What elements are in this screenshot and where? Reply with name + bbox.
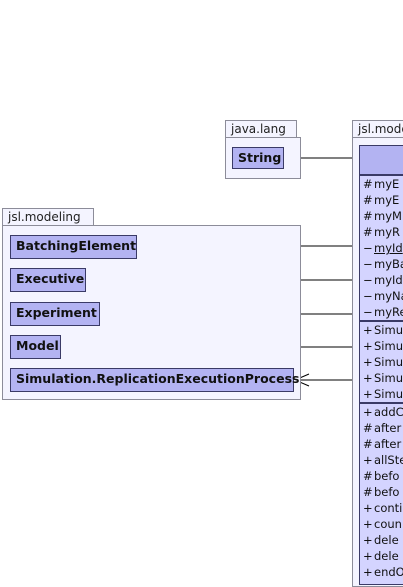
visibility-marker: + (363, 517, 373, 531)
class-batching-element[interactable]: BatchingElement (10, 235, 137, 259)
class-simulation-header (360, 146, 403, 176)
visibility-marker: # (363, 437, 373, 451)
field-name: myId (374, 241, 403, 255)
method-row: +addC (360, 404, 403, 420)
field-name: myR (374, 225, 400, 239)
constructor-row: +Simu (360, 386, 403, 402)
method-row: +dele (360, 532, 403, 548)
visibility-marker: − (363, 257, 373, 271)
edge-to-replication-execution-process (293, 373, 359, 387)
constructor-row: +Simu (360, 338, 403, 354)
method-row: #after (360, 436, 403, 452)
package-jsl-modeling-right-tab: jsl.mode (352, 120, 403, 138)
visibility-marker: + (363, 453, 373, 467)
method-name: addC (374, 405, 403, 419)
class-string[interactable]: String (232, 147, 284, 169)
visibility-marker: − (363, 241, 373, 255)
visibility-marker: # (363, 193, 373, 207)
constructor-name: Simu (374, 339, 403, 353)
class-replication-execution-process-label: Simulation.ReplicationExecutionProcess (16, 371, 300, 386)
field-row: #myM (360, 208, 403, 224)
field-row: −myId (360, 272, 403, 288)
method-row: #befo (360, 484, 403, 500)
visibility-marker: # (363, 485, 373, 499)
field-row: −myBa (360, 256, 403, 272)
visibility-marker: # (363, 421, 373, 435)
visibility-marker: − (363, 305, 373, 319)
method-name: allSte (374, 453, 403, 467)
constructor-name: Simu (374, 355, 403, 369)
visibility-marker: # (363, 177, 373, 191)
method-name: coun (374, 517, 402, 531)
class-model[interactable]: Model (10, 335, 61, 359)
constructor-row: +Simu (360, 370, 403, 386)
method-name: befo (374, 485, 400, 499)
package-jsl-modeling-tab: jsl.modeling (2, 208, 94, 226)
constructor-name: Simu (374, 323, 403, 337)
class-string-label: String (238, 150, 282, 165)
class-simulation-fields: #myE#myE#myM#myR−myId−myBa−myId−myNa−myR… (360, 176, 403, 322)
package-java-lang-tab: java.lang (225, 120, 297, 138)
field-name: myNa (374, 289, 403, 303)
class-replication-execution-process[interactable]: Simulation.ReplicationExecutionProcess (10, 368, 299, 392)
field-row: #myE (360, 176, 403, 192)
method-name: befo (374, 469, 400, 483)
class-simulation-constructors: +Simu+Simu+Simu+Simu+Simu (360, 322, 403, 404)
class-executive[interactable]: Executive (10, 268, 86, 292)
constructor-row: +Simu (360, 354, 403, 370)
field-row: −myNa (360, 288, 403, 304)
class-simulation-methods: +addC#after#after+allSte#befo#befo+conti… (360, 404, 403, 580)
field-row: −myId (360, 240, 403, 256)
visibility-marker: + (363, 405, 373, 419)
field-name: myRe (374, 305, 403, 319)
field-name: myId (374, 273, 403, 287)
class-executive-label: Executive (16, 271, 85, 286)
visibility-marker: + (363, 387, 373, 401)
visibility-marker: + (363, 501, 373, 515)
method-name: after (374, 437, 402, 451)
package-jsl-modeling-name: jsl.modeling (8, 210, 81, 224)
constructor-row: +Simu (360, 322, 403, 338)
method-name: dele (374, 533, 399, 547)
method-name: dele (374, 549, 399, 563)
field-row: #myR (360, 224, 403, 240)
visibility-marker: + (363, 549, 373, 563)
class-model-label: Model (16, 338, 59, 353)
constructor-name: Simu (374, 371, 403, 385)
visibility-marker: + (363, 371, 373, 385)
method-row: +conti (360, 500, 403, 516)
class-experiment[interactable]: Experiment (10, 302, 100, 326)
visibility-marker: + (363, 355, 373, 369)
visibility-marker: # (363, 209, 373, 223)
method-name: conti (374, 501, 403, 515)
method-name: endO (374, 565, 403, 579)
class-experiment-label: Experiment (16, 305, 97, 320)
field-name: myBa (374, 257, 403, 271)
field-row: −myRe (360, 304, 403, 320)
method-name: after (374, 421, 402, 435)
visibility-marker: # (363, 469, 373, 483)
package-java-lang-name: java.lang (231, 122, 286, 136)
field-row: #myE (360, 192, 403, 208)
field-name: myM (374, 209, 402, 223)
field-name: myE (374, 177, 400, 191)
visibility-marker: − (363, 289, 373, 303)
class-simulation[interactable]: #myE#myE#myM#myR−myId−myBa−myId−myNa−myR… (359, 145, 403, 585)
class-batching-element-label: BatchingElement (16, 238, 137, 253)
method-row: +endO (360, 564, 403, 580)
visibility-marker: − (363, 273, 373, 287)
constructor-name: Simu (374, 387, 403, 401)
method-row: +coun (360, 516, 403, 532)
method-row: +allSte (360, 452, 403, 468)
field-name: myE (374, 193, 400, 207)
method-row: +dele (360, 548, 403, 564)
visibility-marker: + (363, 565, 373, 579)
visibility-marker: # (363, 225, 373, 239)
method-row: #befo (360, 468, 403, 484)
method-row: #after (360, 420, 403, 436)
visibility-marker: + (363, 323, 373, 337)
visibility-marker: + (363, 339, 373, 353)
visibility-marker: + (363, 533, 373, 547)
package-jsl-modeling-right-name: jsl.mode (358, 122, 403, 136)
